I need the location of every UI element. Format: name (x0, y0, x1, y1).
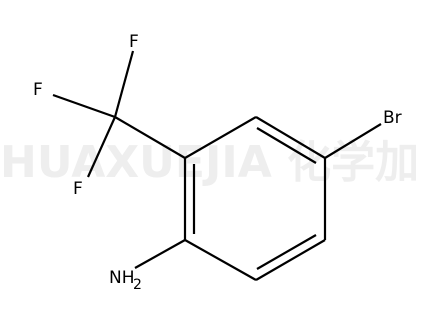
ring-double-bond-c3-c4 (256, 127, 317, 164)
ring-bond-c2-c3 (184, 116, 257, 159)
atom-n-subscript: 2 (133, 277, 142, 293)
atom-f-top: F (129, 32, 139, 52)
atom-br: Br (383, 108, 402, 128)
bond-ring-br (324, 123, 382, 159)
bond-c-f-top (113, 50, 135, 118)
bond-ring-cf3 (114, 116, 186, 159)
atom-f-bottom: F (73, 179, 83, 199)
bond-c-f-bottom (86, 116, 117, 178)
atom-n: NH (109, 268, 135, 288)
ring-bond-c3-c4 (255, 116, 326, 159)
ring-bond-c6-c1 (184, 239, 257, 281)
watermark: HUAXUEJIA 化学加 (0, 137, 419, 188)
ring-bond-c5-c6 (255, 239, 326, 281)
bond-ring-n (134, 239, 186, 269)
ring-double-bond-c5-c6 (256, 234, 317, 270)
atom-f-left: F (33, 80, 43, 100)
bond-c-f-left (52, 93, 116, 119)
